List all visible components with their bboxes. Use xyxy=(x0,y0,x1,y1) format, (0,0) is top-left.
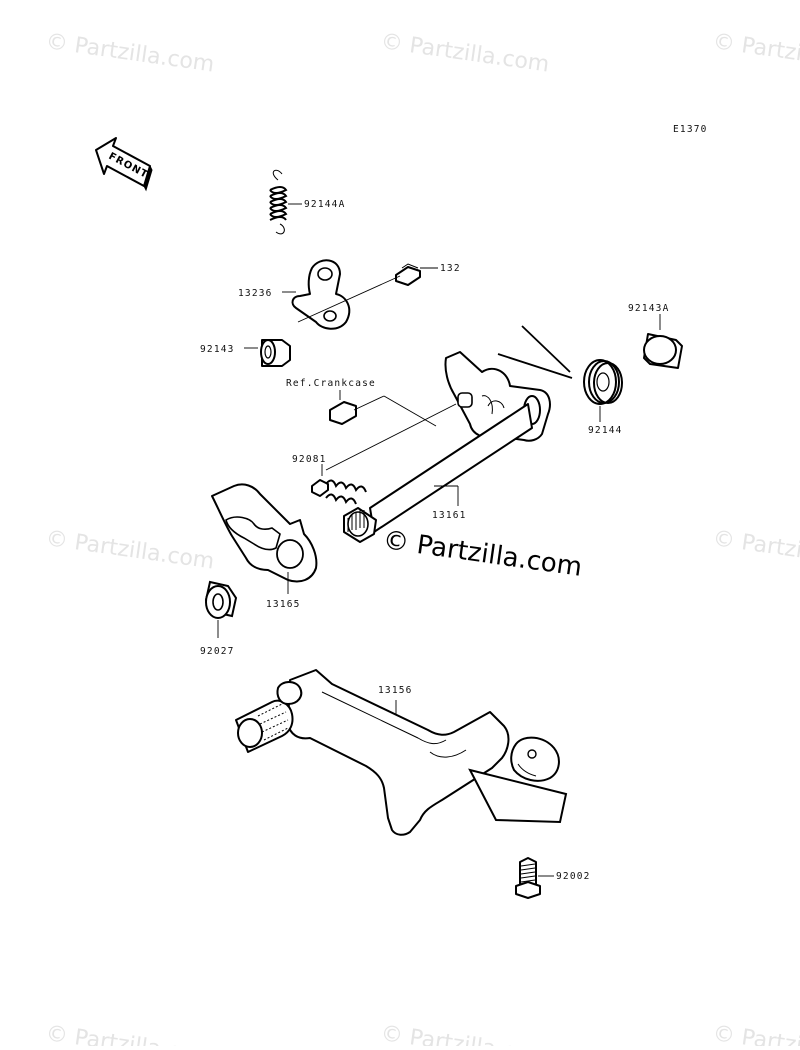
part-label-13156: 13156 xyxy=(378,685,413,696)
part-label-92143: 92143 xyxy=(200,344,235,355)
crankcase-reference: Ref.Crankcase xyxy=(286,378,437,427)
spring-92081: 92081 xyxy=(292,403,457,505)
part-label-13165: 13165 xyxy=(266,599,301,610)
part-label-132: 132 xyxy=(440,263,461,274)
bolt-132: 132 xyxy=(395,263,461,286)
watermark-text: © Partzilla.com xyxy=(44,1021,216,1046)
part-label-92027: 92027 xyxy=(200,646,235,657)
watermark-text: © Partzilla.com xyxy=(711,526,800,574)
watermark-text: © Partzilla.com xyxy=(379,29,551,77)
part-label-92002: 92002 xyxy=(556,871,591,882)
front-arrow-icon: FRONT xyxy=(95,137,153,192)
part-label-92144A: 92144A xyxy=(304,199,346,210)
part-label-92144: 92144 xyxy=(588,425,623,436)
part-label-13161: 13161 xyxy=(432,510,467,521)
lever-13236: 13236 xyxy=(238,259,401,330)
bolt-92002: 92002 xyxy=(515,857,591,899)
spring-92144: 92144 xyxy=(497,325,623,436)
spring-92144A: 92144A xyxy=(269,169,346,235)
collar-92143: 92143 xyxy=(200,339,291,367)
collar-92143A: 92143A xyxy=(628,303,683,369)
ref-crankcase-label: Ref.Crankcase xyxy=(286,378,376,389)
watermark-text: © Partzilla.com xyxy=(711,29,800,77)
shift-pedal-13156: 13156 xyxy=(235,669,568,836)
watermark-main: © Partzilla.com xyxy=(381,525,584,583)
watermark-text: © Partzilla.com xyxy=(44,29,216,77)
diagram-code: E1370 xyxy=(673,124,708,135)
watermark-text: © Partzilla.com xyxy=(711,1021,800,1046)
part-label-13236: 13236 xyxy=(238,288,273,299)
part-label-92081: 92081 xyxy=(292,454,327,465)
washer-92027: 92027 xyxy=(200,580,238,657)
plate-13165: 13165 xyxy=(211,483,318,610)
part-label-92143A: 92143A xyxy=(628,303,670,314)
watermark-text: © Partzilla.com xyxy=(44,526,216,574)
watermark-text: © Partzilla.com xyxy=(379,1021,551,1046)
shift-shaft-13161: 13161 xyxy=(343,351,551,543)
